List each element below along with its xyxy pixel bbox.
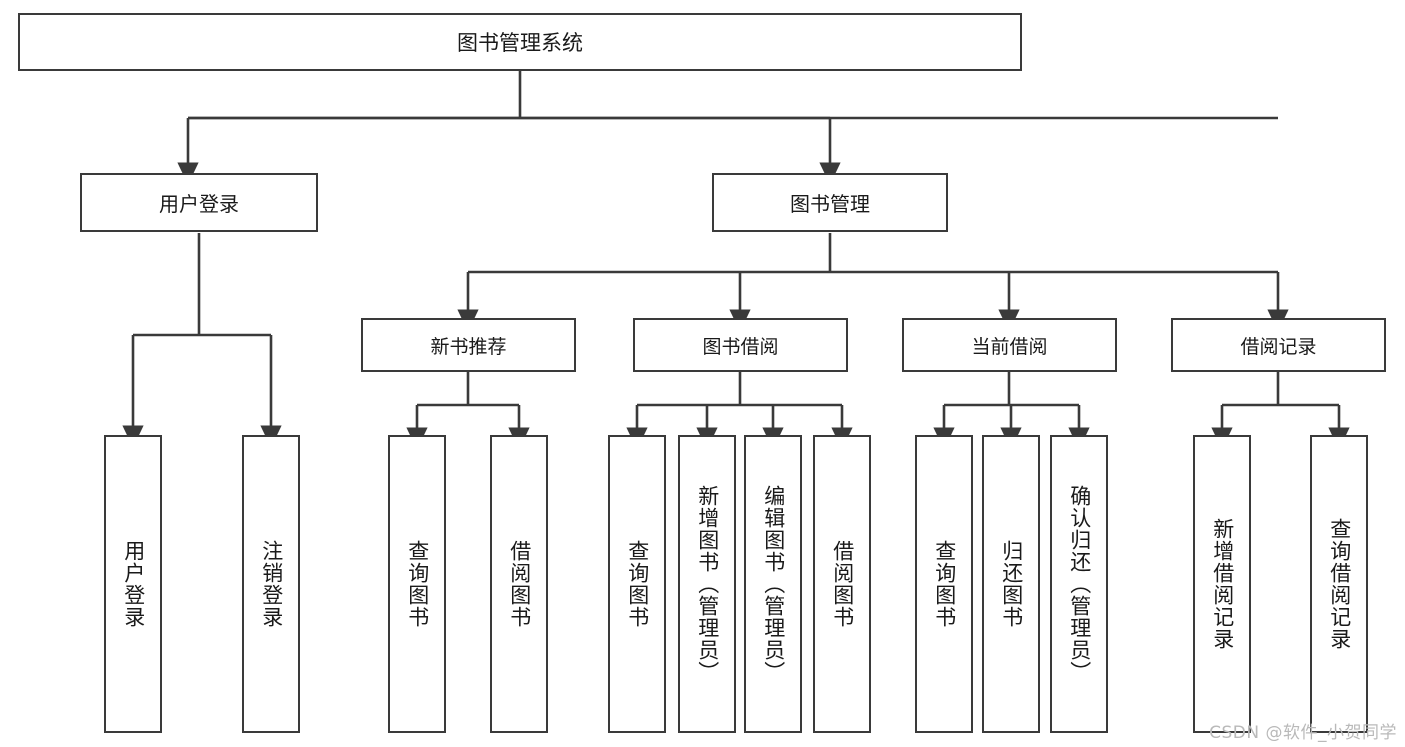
node-label: 图书管理 [790,192,870,216]
leaf-book-borrow-borrow-book[interactable]: 借阅图书 [813,435,871,733]
leaf-user-login-login[interactable]: 用户登录 [104,435,162,733]
leaf-book-borrow-edit-book-admin[interactable]: 编辑图书（管理员） [744,435,802,733]
node-label: 当前借阅 [971,335,1048,358]
leaf-current-borrow-return-book[interactable]: 归还图书 [982,435,1040,733]
leaf-label: 查询图书 [405,540,430,628]
node-borrow-record[interactable]: 借阅记录 [1171,318,1386,372]
leaf-label: 用户登录 [121,540,146,628]
leaf-label: 借阅图书 [507,540,532,628]
node-label: 图书借阅 [702,335,779,358]
leaf-current-borrow-query-book[interactable]: 查询图书 [915,435,973,733]
leaf-borrow-record-add-record[interactable]: 新增借阅记录 [1193,435,1251,733]
node-label: 借阅记录 [1240,335,1317,358]
leaf-label: 查询借阅记录 [1327,518,1352,650]
node-label: 用户登录 [159,192,239,216]
node-label: 图书管理系统 [457,31,583,55]
leaf-label: 编辑图书（管理员） [761,485,786,683]
leaf-label: 注销登录 [259,540,284,628]
csdn-watermark: CSDN @软件_小贺同学 [1209,723,1397,743]
node-user-login[interactable]: 用户登录 [80,173,318,232]
leaf-current-borrow-confirm-return-admin[interactable]: 确认归还（管理员） [1050,435,1108,733]
leaf-new-book-borrow-book[interactable]: 借阅图书 [490,435,548,733]
leaf-borrow-record-query-record[interactable]: 查询借阅记录 [1310,435,1368,733]
node-new-book-recommend[interactable]: 新书推荐 [361,318,576,372]
node-book-management[interactable]: 图书管理 [712,173,948,232]
leaf-label: 借阅图书 [830,540,855,628]
leaf-label: 查询图书 [932,540,957,628]
leaf-book-borrow-query-book[interactable]: 查询图书 [608,435,666,733]
node-book-borrow[interactable]: 图书借阅 [633,318,848,372]
leaf-label: 归还图书 [999,540,1024,628]
node-root-book-management-system[interactable]: 图书管理系统 [18,13,1022,71]
leaf-user-login-logout[interactable]: 注销登录 [242,435,300,733]
leaf-label: 新增借阅记录 [1210,518,1235,650]
node-label: 新书推荐 [430,335,507,358]
leaf-label: 新增图书（管理员） [695,485,720,683]
leaf-book-borrow-add-book-admin[interactable]: 新增图书（管理员） [678,435,736,733]
leaf-label: 确认归还（管理员） [1067,485,1092,683]
leaf-label: 查询图书 [625,540,650,628]
node-current-borrow[interactable]: 当前借阅 [902,318,1117,372]
leaf-new-book-query-book[interactable]: 查询图书 [388,435,446,733]
